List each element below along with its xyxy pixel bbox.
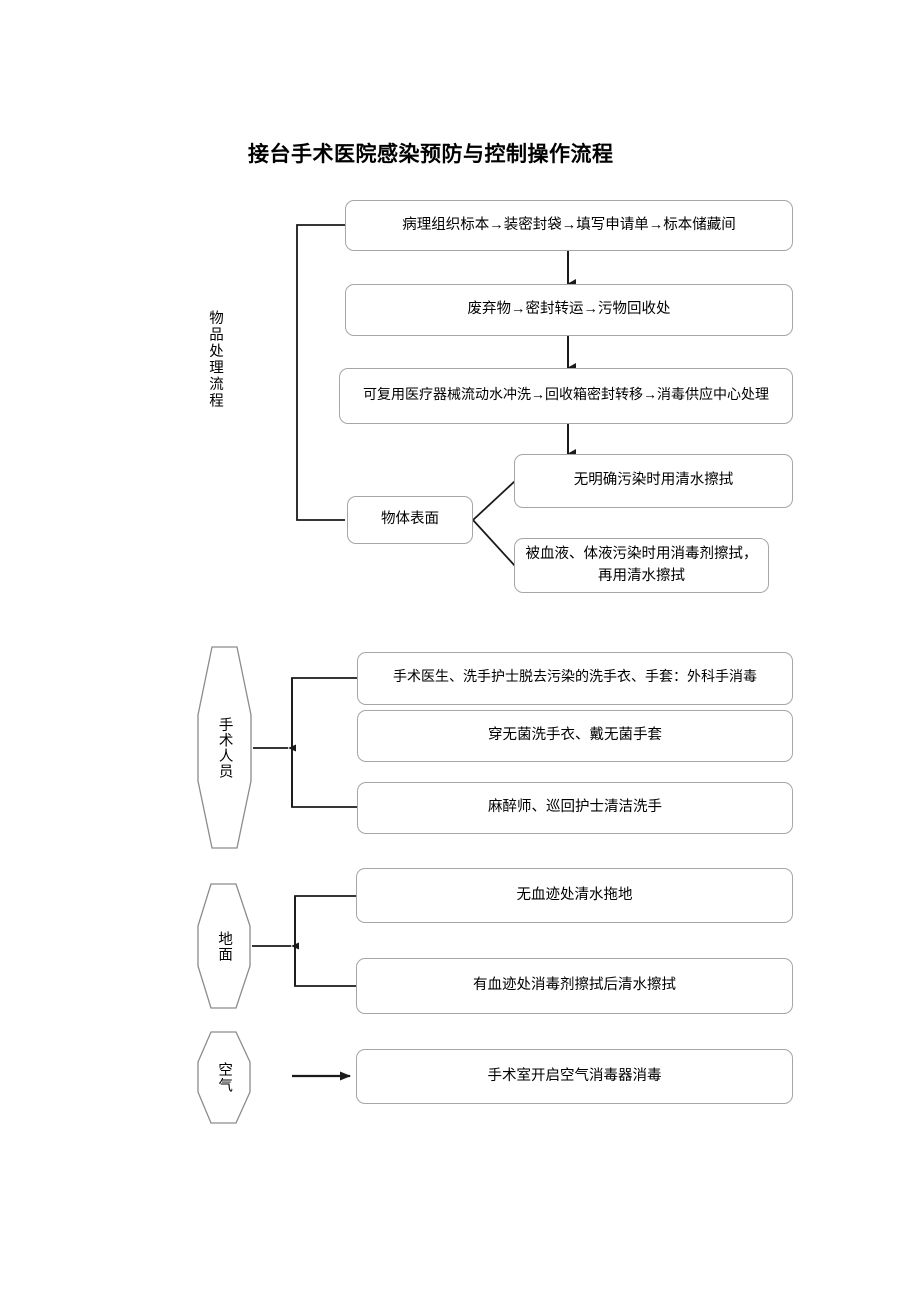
branch-surfaces-upper (472, 480, 516, 521)
node-waste-handling[interactable]: 废弃物→密封转运→污物回收处 (345, 284, 793, 336)
node-reusable-instruments[interactable]: 可复用医疗器械流动水冲洗→回收箱密封转移→消毒供应中心处理 (339, 368, 793, 424)
page-title: 接台手术医院感染预防与控制操作流程 (248, 142, 614, 166)
node-staff-wear-sterile[interactable]: 穿无菌洗手衣、戴无菌手套 (357, 710, 793, 762)
hex-surgical-staff[interactable]: 手术人员 (196, 645, 253, 850)
node-air-disinfector[interactable]: 手术室开启空气消毒器消毒 (356, 1049, 793, 1104)
hex-air[interactable]: 空气 (196, 1030, 252, 1125)
side-label-items-flow: 物品处理流程 (207, 310, 223, 409)
node-floor-no-blood[interactable]: 无血迹处清水拖地 (356, 868, 793, 923)
node-staff-anesthetist-hands[interactable]: 麻醉师、巡回护士清洁洗手 (357, 782, 793, 834)
hex-floor[interactable]: 地面 (196, 882, 252, 1010)
node-surface-disinfectant[interactable]: 被血液、体液污染时用消毒剂擦拭，再用清水擦拭 (514, 538, 769, 593)
node-specimen-handling[interactable]: 病理组织标本→装密封袋→填写申请单→标本储藏间 (345, 200, 793, 251)
branch-surfaces-lower (472, 519, 516, 567)
items-flow-bracket (296, 224, 345, 521)
node-surface-clean-water[interactable]: 无明确污染时用清水擦拭 (514, 454, 793, 508)
node-floor-with-blood[interactable]: 有血迹处消毒剂擦拭后清水擦拭 (356, 958, 793, 1014)
node-object-surfaces[interactable]: 物体表面 (347, 496, 473, 544)
node-staff-remove-gown[interactable]: 手术医生、洗手护士脱去污染的洗手衣、手套：外科手消毒 (357, 652, 793, 705)
